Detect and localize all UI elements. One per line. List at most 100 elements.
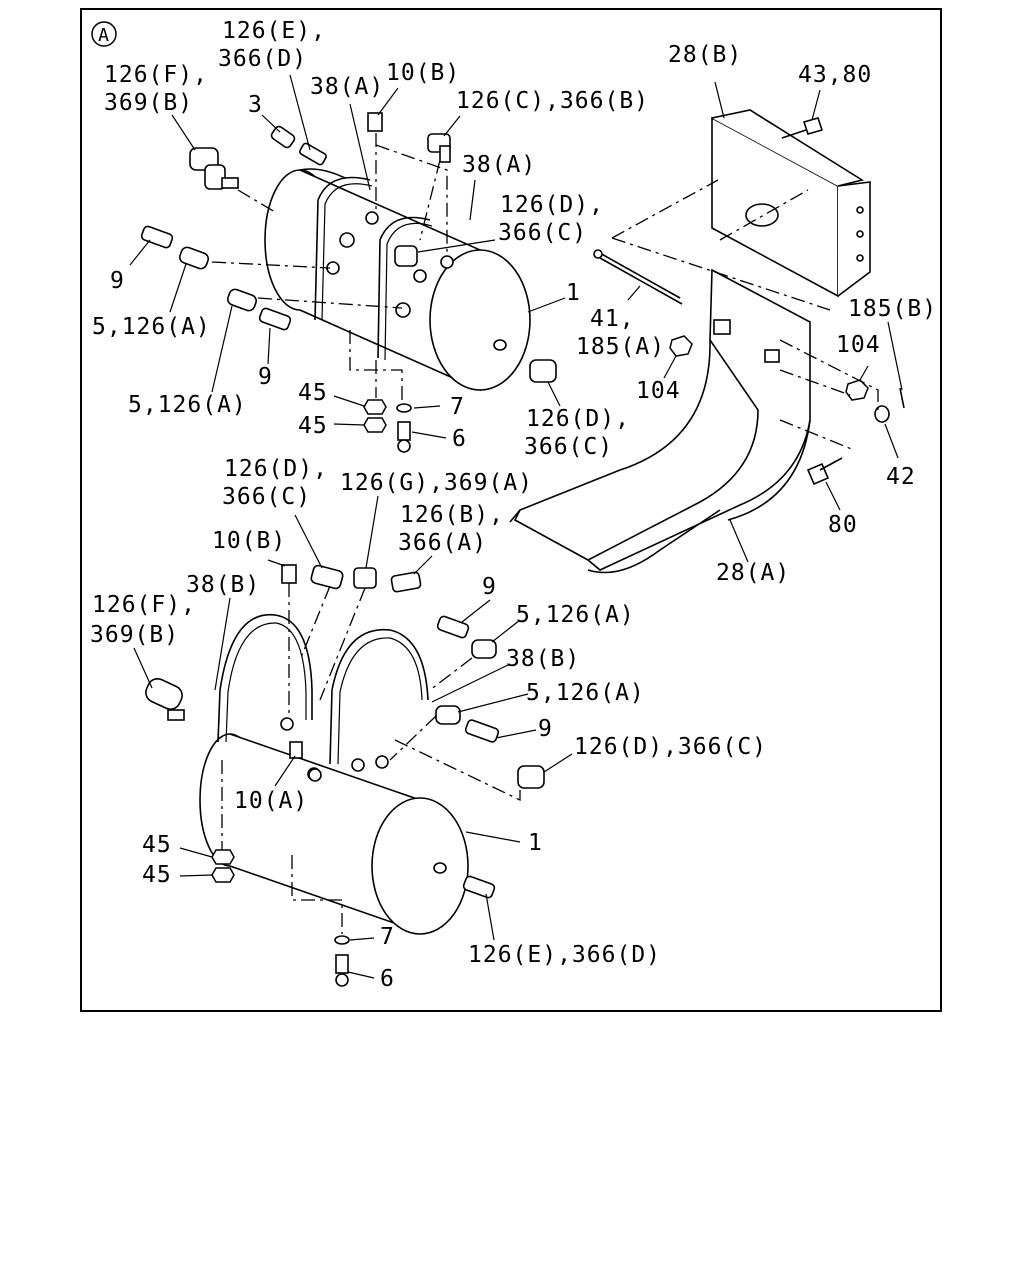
label-l-126d-366c-line1: 126(D), <box>224 456 328 482</box>
label-l-126e-366d: 126(E),366(D) <box>468 942 661 968</box>
upper-fitting-126d-front <box>529 359 557 383</box>
label-u-38a-2: 38(A) <box>462 152 536 178</box>
label-l-9a: 9 <box>482 574 497 600</box>
labels: 126(E), 366(D) 126(F), 369(B) 3 38(A) 10… <box>90 18 937 992</box>
label-u-9b: 9 <box>258 364 273 390</box>
label-l-1: 1 <box>528 830 543 856</box>
label-l-45b: 45 <box>142 862 172 888</box>
lower-plug-10a <box>289 741 303 759</box>
upper-bracket-28b <box>711 109 871 298</box>
label-u-45b: 45 <box>298 413 328 439</box>
label-b-28b: 28(B) <box>668 42 742 68</box>
upper-fitting-3 <box>270 125 296 149</box>
label-l-126f-369b-line1: 126(F), <box>92 592 196 618</box>
label-l-9b: 9 <box>538 716 553 742</box>
lower-nut-45a <box>211 849 235 865</box>
nut-104a <box>669 335 693 357</box>
lower-fitting-126b <box>390 571 422 593</box>
upper-fitting-5-126a-2 <box>226 288 258 312</box>
lower-fitting-126g <box>353 567 377 589</box>
label-u-126f-369b-line2: 369(B) <box>104 90 193 116</box>
label-b-41: 41, <box>590 306 635 332</box>
label-b-185b: 185(B) <box>848 296 937 322</box>
upper-nut-45b <box>363 417 387 433</box>
label-b-104a: 104 <box>836 332 881 358</box>
upper-fitting-9b <box>258 307 292 331</box>
label-l-5-126a-1: 5,126(A) <box>516 602 635 628</box>
diagram-frame <box>80 8 942 1012</box>
label-u-126d-366c-line1: 126(D), <box>500 192 604 218</box>
label-u-7: 7 <box>450 394 465 420</box>
upper-fitting-126e <box>299 142 327 166</box>
long-bolt-41 <box>593 249 683 305</box>
label-b-42: 42 <box>886 464 916 490</box>
label-b-185a: 185(A) <box>576 334 665 360</box>
upper-plug-10b <box>367 112 383 132</box>
label-l-38b-1: 38(B) <box>186 572 260 598</box>
label-l-126d-366c: 126(D),366(C) <box>574 734 767 760</box>
label-u-45a: 45 <box>298 380 328 406</box>
label-u-126d-366c-line2: 366(C) <box>498 220 587 246</box>
lower-washer-10a <box>308 768 322 782</box>
upper-fitting-126c <box>427 133 451 163</box>
label-l-7: 7 <box>380 924 395 950</box>
bolt-80 <box>806 457 843 486</box>
washer-42 <box>874 405 890 423</box>
label-l-126g-369a: 126(G),369(A) <box>340 470 533 496</box>
label-b-28a: 28(A) <box>716 560 790 586</box>
label-b-80: 80 <box>828 512 858 538</box>
label-u-38a-1: 38(A) <box>310 74 384 100</box>
label-l-126f-369b-line2: 369(B) <box>90 622 179 648</box>
label-l-45a: 45 <box>142 832 172 858</box>
lower-air-tank <box>199 613 469 935</box>
upper-fitting-126f <box>189 147 239 190</box>
lower-fitting-5-126a-2 <box>435 705 461 725</box>
lower-bracket-28a <box>509 268 811 574</box>
label-u-10b: 10(B) <box>386 60 460 86</box>
upper-drain-valve-6 <box>397 421 411 453</box>
upper-air-tank <box>264 168 531 392</box>
label-u-5-126a-2: 5,126(A) <box>128 392 247 418</box>
label-l-6: 6 <box>380 966 395 992</box>
upper-fitting-126d-top <box>394 245 418 267</box>
lower-fitting-126e <box>462 875 496 899</box>
lower-fitting-9a <box>436 615 470 639</box>
label-u-6: 6 <box>452 426 467 452</box>
label-l-38b-2: 38(B) <box>506 646 580 672</box>
label-l-5-126a-2: 5,126(A) <box>526 680 645 706</box>
lower-plug-10b <box>281 564 297 584</box>
label-u-126f-369b-line1: 126(F), <box>104 62 208 88</box>
upper-fitting-5-126a-1 <box>178 246 210 270</box>
label-u-126d-366c-2-line2: 366(C) <box>524 434 613 460</box>
label-l-10b: 10(B) <box>212 528 286 554</box>
label-u-126e-366d-line2: 366(D) <box>218 46 307 72</box>
lower-nut-45b <box>211 867 235 883</box>
upper-fitting-9a <box>140 225 174 249</box>
section-marker: A <box>91 21 117 47</box>
lower-fitting-126f <box>145 678 185 721</box>
label-b-43-80: 43,80 <box>798 62 872 88</box>
label-l-126b-366a-line1: 126(B), <box>400 502 504 528</box>
label-u-3: 3 <box>248 92 263 118</box>
lower-fitting-5-126a-1 <box>471 639 497 659</box>
label-u-9a: 9 <box>110 268 125 294</box>
label-l-126d-366c-line2: 366(C) <box>222 484 311 510</box>
upper-washer-7 <box>396 403 412 413</box>
pin-185b <box>899 387 905 409</box>
label-u-126d-366c-2-line1: 126(D), <box>526 406 630 432</box>
label-u-5-126a-1: 5,126(A) <box>92 314 211 340</box>
bolt-43-80 <box>781 117 824 139</box>
upper-nut-45a <box>363 399 387 415</box>
lower-washer-7 <box>334 935 350 945</box>
label-u-126c-366b: 126(C),366(B) <box>456 88 649 114</box>
label-u-1: 1 <box>566 280 581 306</box>
svg-text:A: A <box>98 25 110 46</box>
label-l-10a: 10(A) <box>234 788 308 814</box>
label-b-104b: 104 <box>636 378 681 404</box>
label-l-126b-366a-line2: 366(A) <box>398 530 487 556</box>
lower-drain-valve-6 <box>335 954 349 987</box>
lower-fitting-126d-side <box>517 765 545 789</box>
lower-fitting-9b <box>464 719 500 743</box>
label-u-126e-366d-line1: 126(E), <box>222 18 326 44</box>
